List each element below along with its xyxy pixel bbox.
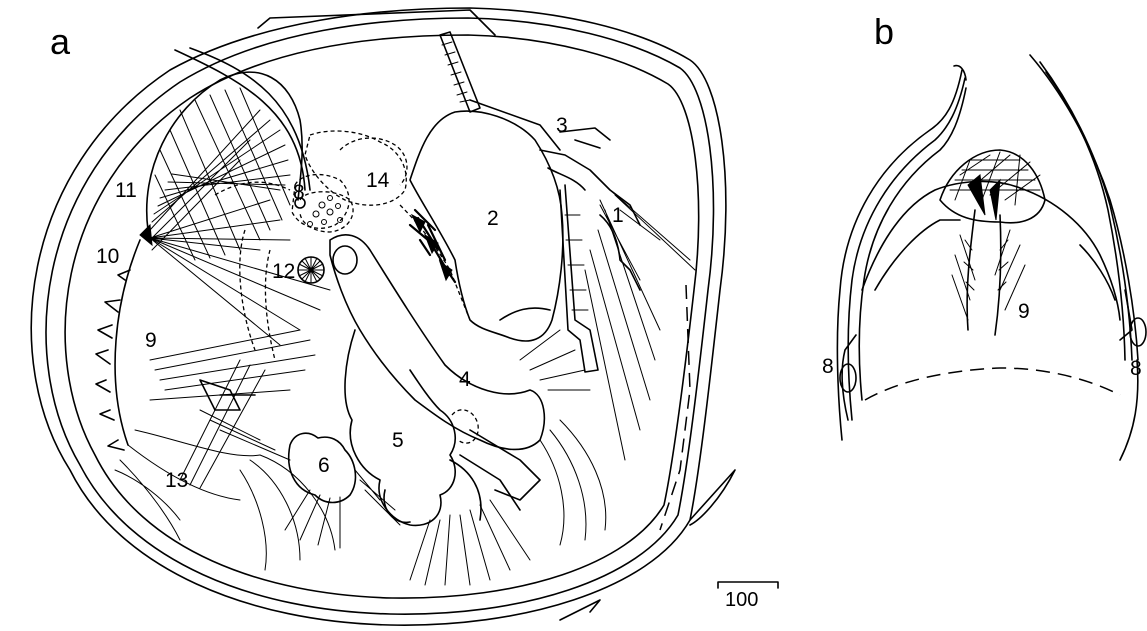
label-b-9: 9 [1018,300,1030,323]
label-b-8-left: 8 [822,355,834,378]
label-2: 2 [487,207,499,230]
panel-label-a: a [50,21,71,62]
antenna-comb [96,240,335,570]
thoracic-limbs [410,330,606,585]
right-appendages [540,128,695,460]
rosette [298,246,357,283]
structure-4 [330,235,544,500]
label-8: 8 [293,181,305,204]
panel-b: b [822,11,1146,460]
label-11: 11 [115,179,137,202]
label-3: 3 [556,114,568,137]
setae-13 [180,360,265,488]
label-1: 1 [612,204,624,227]
dashed-organs [215,131,478,443]
label-5: 5 [392,429,404,452]
structure-5 [345,330,455,525]
label-9: 9 [145,329,157,352]
central-body [862,150,1120,400]
panel-a: a [31,8,735,625]
panel-label-b: b [874,11,894,52]
right-valve [1030,55,1146,460]
label-12: 12 [272,260,295,283]
label-6: 6 [318,454,330,477]
label-14: 14 [366,169,390,192]
label-b-8-right: 8 [1130,357,1142,380]
carapace-outline [31,8,735,625]
striated-bar [440,32,480,112]
label-10: 10 [96,245,119,268]
labels-panel-a: 1 2 3 4 5 6 8 9 10 11 12 13 14 [96,114,624,492]
labels-panel-b: 8 8 9 [822,300,1142,380]
label-13: 13 [165,469,188,492]
scale-bar-label: 100 [725,589,758,611]
scale-bar: 100 [718,582,778,611]
label-4: 4 [459,368,471,391]
structure-6 [285,433,400,548]
